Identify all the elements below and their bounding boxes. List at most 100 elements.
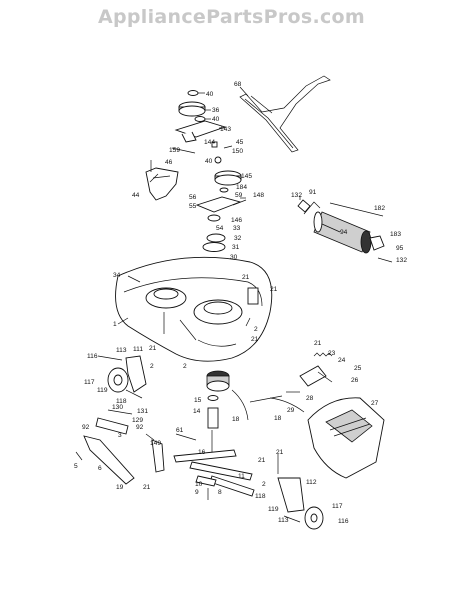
belt-cover-27	[269, 365, 385, 479]
part-label-119: 119	[97, 387, 108, 394]
part-label-36: 36	[212, 107, 220, 114]
part-label-31: 31	[232, 244, 240, 251]
part-label-92: 92	[136, 424, 144, 431]
part-label-116: 116	[338, 518, 349, 525]
front-link-bracket	[75, 409, 135, 485]
part-label-29: 29	[287, 407, 295, 414]
part-label-2: 2	[262, 481, 266, 488]
part-label-19: 19	[116, 484, 124, 491]
leader-lines	[117, 86, 341, 441]
part-label-55: 55	[189, 203, 197, 210]
blade-and-lift-bar	[151, 433, 255, 500]
left-gauge-wheel	[97, 355, 147, 399]
mower-deck-housing	[115, 256, 273, 362]
part-label-21: 21	[251, 336, 259, 343]
part-label-21: 21	[314, 340, 322, 347]
part-label-45: 45	[236, 139, 244, 146]
part-label-33: 33	[233, 225, 241, 232]
part-label-95: 95	[396, 245, 404, 252]
part-label-119: 119	[268, 506, 279, 513]
part-label-30: 30	[230, 254, 238, 261]
part-label-15: 15	[194, 397, 202, 404]
part-label-28: 28	[306, 395, 314, 402]
part-label-21: 21	[258, 457, 266, 464]
part-label-10: 10	[195, 481, 203, 488]
part-label-21: 21	[149, 345, 157, 352]
part-label-143: 143	[220, 126, 231, 133]
part-label-34: 34	[113, 272, 121, 279]
part-label-9: 9	[195, 489, 199, 496]
part-label-113: 113	[116, 347, 127, 354]
part-label-14: 14	[193, 408, 201, 415]
part-label-113: 113	[278, 517, 289, 524]
roller-assembly-94	[297, 199, 393, 263]
part-label-54: 54	[216, 225, 224, 232]
part-label-2: 2	[183, 363, 187, 370]
part-label-117: 117	[84, 379, 95, 386]
part-label-117: 117	[332, 503, 343, 510]
part-label-16: 16	[198, 449, 206, 456]
part-label-183: 183	[390, 231, 401, 238]
part-label-18: 18	[274, 415, 282, 422]
part-label-61: 61	[176, 427, 184, 434]
part-label-56: 56	[189, 194, 197, 201]
belt-guard-44	[145, 160, 179, 201]
part-label-111: 111	[133, 346, 143, 353]
part-label-40: 40	[206, 91, 214, 98]
part-label-145: 145	[241, 173, 252, 180]
part-label-24: 24	[338, 357, 346, 364]
part-label-8: 8	[218, 489, 222, 496]
part-label-40: 40	[205, 158, 213, 165]
part-label-92: 92	[82, 424, 90, 431]
part-label-27: 27	[371, 400, 379, 407]
part-label-21: 21	[270, 286, 278, 293]
part-label-21: 21	[276, 449, 284, 456]
part-label-132: 132	[291, 192, 302, 199]
idler-pulley-stack-top	[171, 90, 227, 164]
part-label-112: 112	[306, 479, 317, 486]
part-label-91: 91	[309, 189, 317, 196]
part-label-159: 159	[169, 147, 180, 154]
part-label-148: 148	[253, 192, 264, 199]
part-label-1: 1	[113, 321, 117, 328]
part-label-129: 129	[132, 417, 143, 424]
part-label-25: 25	[354, 365, 362, 372]
part-label-116: 116	[87, 353, 98, 360]
spindle-assembly	[206, 370, 283, 452]
part-label-23: 23	[328, 350, 336, 357]
part-label-2: 2	[254, 326, 258, 333]
part-label-2: 2	[150, 363, 154, 370]
part-label-6: 6	[98, 465, 102, 472]
watermark: AppliancePartsPros.com	[97, 6, 365, 28]
part-label-11: 11	[238, 473, 245, 480]
part-label-3: 3	[118, 432, 122, 439]
part-label-150: 150	[232, 148, 243, 155]
part-number-labels: 68 40 36 40 143 144 45 150 159 40 46 44 …	[74, 81, 407, 525]
part-label-21: 21	[143, 484, 151, 491]
part-label-40: 40	[212, 116, 220, 123]
part-label-130: 130	[112, 404, 123, 411]
spring-24	[313, 352, 333, 357]
part-label-59: 59	[235, 192, 243, 199]
part-label-18: 18	[232, 416, 240, 423]
part-label-46: 46	[165, 159, 173, 166]
part-label-26: 26	[351, 377, 359, 384]
part-label-5: 5	[74, 463, 78, 470]
part-label-144: 144	[204, 139, 215, 146]
part-label-94: 94	[340, 229, 348, 236]
part-label-44: 44	[132, 192, 140, 199]
part-label-32: 32	[234, 235, 242, 242]
part-label-131: 131	[137, 408, 148, 415]
part-label-184: 184	[236, 184, 247, 191]
right-gauge-wheel	[277, 454, 324, 530]
part-label-21: 21	[242, 274, 250, 281]
part-label-118: 118	[116, 398, 127, 405]
part-label-146: 146	[231, 217, 242, 224]
part-label-182: 182	[374, 205, 385, 212]
part-label-118: 118	[255, 493, 266, 500]
belt-68	[239, 75, 331, 153]
part-label-132: 132	[396, 257, 407, 264]
part-label-149: 149	[150, 440, 161, 447]
part-label-68: 68	[234, 81, 242, 88]
